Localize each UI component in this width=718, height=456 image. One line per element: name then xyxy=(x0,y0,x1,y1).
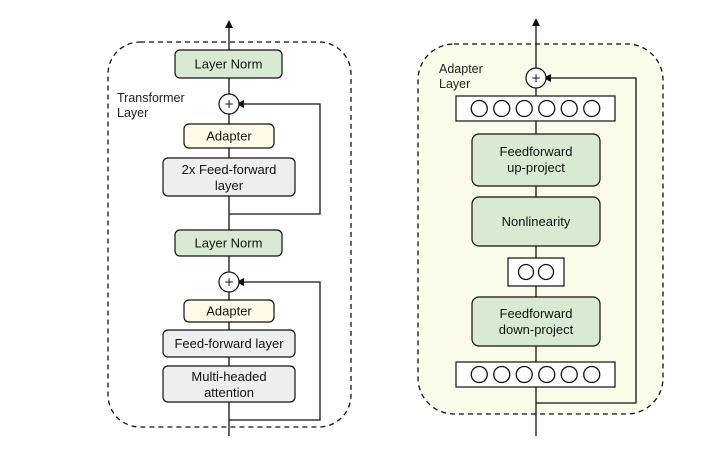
adapter-layer-panel: Adapter Layer + Feedforward up-project N… xyxy=(417,18,664,436)
adapter-layer-label-line1: Adapter xyxy=(439,62,483,76)
mha-label-line2: attention xyxy=(204,385,254,400)
top-unit-6 xyxy=(583,99,601,118)
bottom-unit-5 xyxy=(560,365,578,384)
mid-units-box xyxy=(507,257,565,287)
mid-unit-2 xyxy=(537,263,555,281)
ff2x-label-line1: 2x Feed-forward xyxy=(182,162,277,177)
top-layer-norm-label: Layer Norm xyxy=(195,57,263,72)
residual-skip-bottom xyxy=(229,278,321,421)
top-unit-4 xyxy=(538,99,556,118)
mid-units-row xyxy=(517,263,555,281)
transformer-layer-panel: Transformer Layer Layer Norm + Adapter 2… xyxy=(107,20,352,436)
transformer-layer-label-line2: Layer xyxy=(117,106,148,120)
mid-layer-norm-label: Layer Norm xyxy=(195,236,263,251)
adapter-add-symbol: + xyxy=(531,71,541,85)
bottom-units-row xyxy=(470,365,601,384)
top-unit-3 xyxy=(515,99,533,118)
bottom-unit-4 xyxy=(538,365,556,384)
adapter-add-icon xyxy=(525,67,547,89)
top-units-row xyxy=(470,99,601,118)
top-layer-norm-box xyxy=(174,49,283,79)
residual-skip-top xyxy=(229,100,321,215)
bottom-adapter-box xyxy=(183,299,275,323)
bottom-unit-6 xyxy=(583,365,601,384)
top-unit-2 xyxy=(493,99,511,118)
down-project-box xyxy=(471,296,601,347)
down-project-label-line1: Feedforward xyxy=(500,306,573,321)
ff2x-layer-box xyxy=(162,157,296,197)
ff2x-label-line2: layer xyxy=(215,178,244,193)
adapter-skip-connection xyxy=(536,74,637,404)
top-adapter-label: Adapter xyxy=(206,129,252,144)
top-add-symbol: + xyxy=(224,97,234,111)
top-unit-1 xyxy=(470,99,488,118)
transformer-layer-boundary xyxy=(107,41,352,428)
top-add-icon xyxy=(218,93,240,115)
up-project-label-line2: up-project xyxy=(507,160,565,175)
top-unit-5 xyxy=(560,99,578,118)
nonlinearity-box xyxy=(471,196,601,247)
bottom-unit-3 xyxy=(515,365,533,384)
ff-layer-box xyxy=(162,329,296,358)
bottom-adapter-label: Adapter xyxy=(206,304,252,319)
ff-layer-label: Feed-forward layer xyxy=(174,336,284,351)
bottom-unit-2 xyxy=(493,365,511,384)
up-project-label-line1: Feedforward xyxy=(500,144,573,159)
mha-box xyxy=(162,365,296,403)
bottom-add-icon xyxy=(218,271,240,293)
adapter-layer-label-line2: Layer xyxy=(439,77,470,91)
top-adapter-box xyxy=(183,123,275,149)
transformer-layer-label-line1: Transformer xyxy=(117,91,185,105)
up-project-box xyxy=(471,133,601,187)
nonlinearity-label: Nonlinearity xyxy=(502,214,571,229)
bottom-unit-1 xyxy=(470,365,488,384)
bottom-add-symbol: + xyxy=(224,275,234,289)
mid-unit-1 xyxy=(517,263,535,281)
down-project-label-line2: down-project xyxy=(499,322,574,337)
mid-layer-norm-box xyxy=(174,229,283,257)
mha-label-line1: Multi-headed xyxy=(191,369,266,384)
